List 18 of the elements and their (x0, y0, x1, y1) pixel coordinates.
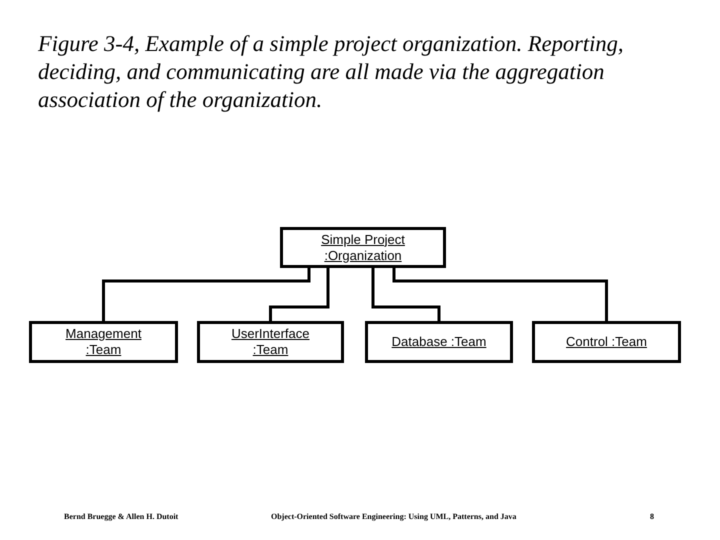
object-name: UserInterface :Team (230, 326, 311, 358)
connector-line (269, 268, 330, 321)
connector-line (372, 268, 440, 321)
object-box (280, 227, 446, 268)
object-name: Control :Team (566, 334, 647, 350)
page-number: 8 (650, 512, 654, 521)
author-credit: Bernd Bruegge & Allen H. Dutoit (64, 512, 178, 521)
object-box (532, 321, 681, 363)
object-box (365, 321, 513, 363)
object-name: Management :Team (64, 326, 142, 358)
object-name: Database :Team (392, 334, 486, 350)
object-box (197, 321, 344, 363)
object-box (29, 321, 178, 363)
book-title: Object-Oriented Software Engineering: Using UML, Patterns, and Java (271, 512, 516, 521)
connector-line (392, 268, 608, 321)
connector-line (102, 268, 310, 321)
figure-caption: Figure 3-4, Example of a simple project organization. Reporting, deciding, and communicating are all made via the aggregation association of the organization. (38, 30, 625, 114)
object-name: Simple Project :Organization (320, 232, 406, 264)
